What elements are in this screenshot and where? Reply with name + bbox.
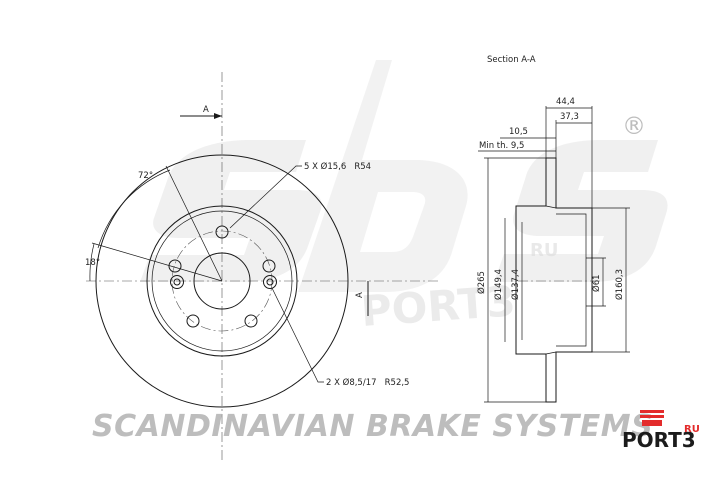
dim-thickness: 10,5: [509, 127, 528, 137]
bolt-hole: [168, 259, 182, 273]
dim-diameter-149: Ø149,4: [493, 269, 504, 300]
horizontal-dimensions: 44,4 37,3 10,5 Min th. 9,5: [478, 97, 593, 208]
angle-leader: [91, 242, 223, 282]
disc-front-view: 72° 18° 5 X Ø15,6 R54 2 X Ø8,5/17 R52,5 …: [85, 72, 440, 460]
bolt-hole: [215, 225, 229, 239]
company-name: SCANDINAVIAN BRAKE SYSTEMS: [92, 409, 653, 444]
registered-mark: ®: [622, 112, 646, 140]
hat-outer-circle: [146, 205, 298, 357]
center-bore-circle: [193, 252, 251, 310]
bolt-hole-leader: [229, 165, 302, 229]
angle-label-72: 72°: [138, 171, 153, 181]
bolt-hole: [186, 314, 200, 328]
section-title: Section A-A: [487, 55, 536, 65]
section-marker-label-top: A: [203, 105, 209, 115]
dim-outer-diameter: Ø265: [476, 271, 487, 294]
locating-hole-inner: [173, 278, 181, 286]
logo-ru: RU: [684, 424, 700, 435]
port3-watermark-ru: RU: [530, 240, 558, 261]
hat-inner-profile: [556, 213, 587, 347]
dim-overall-height: 44,4: [556, 97, 575, 107]
outer-rim-circle: [95, 154, 349, 408]
dim-diameter-137: Ø137,4: [510, 269, 521, 300]
sbs-watermark: [140, 60, 668, 292]
angle-arc-72: [97, 169, 171, 249]
locating-holes: [170, 275, 277, 289]
profile-edge: [545, 205, 557, 209]
logo-text: PORT3: [622, 428, 696, 452]
bolt-holes: [168, 225, 276, 328]
piston-icon: [640, 410, 664, 426]
bolt-hole: [244, 314, 258, 328]
dim-hat-depth: 37,3: [560, 112, 579, 122]
section-marker-label-right: A: [355, 292, 365, 298]
hat-inner-circle: [151, 210, 293, 352]
port3-logo: PORT3 RU: [622, 410, 700, 452]
angle-arc-18: [89, 243, 95, 282]
bolt-hole: [262, 259, 276, 273]
angle-label-18: 18°: [85, 258, 100, 268]
section-view: Section A-A 44,4 37,3 10,5 Min th. 9,5: [476, 55, 630, 403]
profile-edge: [545, 351, 557, 355]
locating-hole-inner: [266, 278, 274, 286]
bolt-pitch-circle: [171, 230, 273, 332]
section-arrow-top: [214, 113, 222, 119]
locating-hole-outer: [170, 275, 184, 289]
dim-hub-diameter: Ø160,3: [614, 269, 625, 300]
dim-min-thickness: Min th. 9,5: [479, 141, 524, 151]
vertical-dimensions: Ø265 Ø149,4 Ø137,4 Ø61 Ø160,3: [476, 157, 630, 403]
dim-center-bore: Ø61: [591, 274, 602, 292]
locating-hole-leader: [271, 287, 324, 383]
locating-hole-callout: 2 X Ø8,5/17 R52,5: [326, 377, 409, 388]
angle-leader: [165, 165, 223, 282]
bolt-hole-callout: 5 X Ø15,6 R54: [304, 161, 371, 172]
port3-watermark-text: PORT3: [359, 276, 517, 336]
locating-hole-outer: [263, 275, 277, 289]
